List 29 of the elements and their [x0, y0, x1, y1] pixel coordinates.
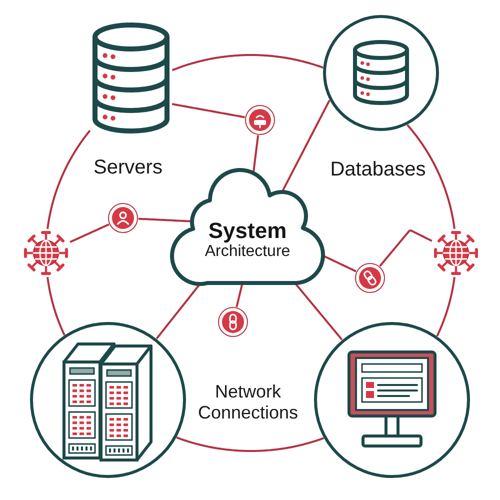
connector-line: [138, 218, 192, 222]
diagram-label: Servers: [94, 156, 162, 180]
circle-node: [108, 203, 138, 233]
connector-line: [156, 284, 201, 340]
connector-line: [176, 436, 324, 452]
connector-line: [172, 54, 324, 72]
connector-line: [406, 124, 456, 230]
connector-line: [294, 282, 343, 340]
server-stack-icon: [90, 22, 172, 135]
virus-icon: [432, 229, 480, 277]
circle-node: [218, 307, 248, 337]
diagram-label: Network Connections: [198, 381, 298, 423]
node-title: System: [208, 218, 287, 244]
connector-line: [236, 283, 244, 308]
connector-line: [281, 100, 330, 192]
connector-line: [322, 254, 357, 272]
circle-node: [355, 263, 385, 293]
cloud-shape: [170, 168, 325, 286]
connector-line: [70, 223, 110, 243]
connector-line: [252, 135, 260, 173]
circle-node: [245, 105, 275, 135]
diagram-label: Databases: [330, 158, 426, 182]
node-text: Architecture: [204, 243, 290, 262]
connector-line: [172, 103, 245, 118]
virus-icon: [22, 229, 70, 277]
connector-line: [46, 277, 66, 336]
connector-line: [379, 229, 432, 267]
connector-line: [46, 130, 91, 229]
connector-line: [436, 277, 456, 336]
